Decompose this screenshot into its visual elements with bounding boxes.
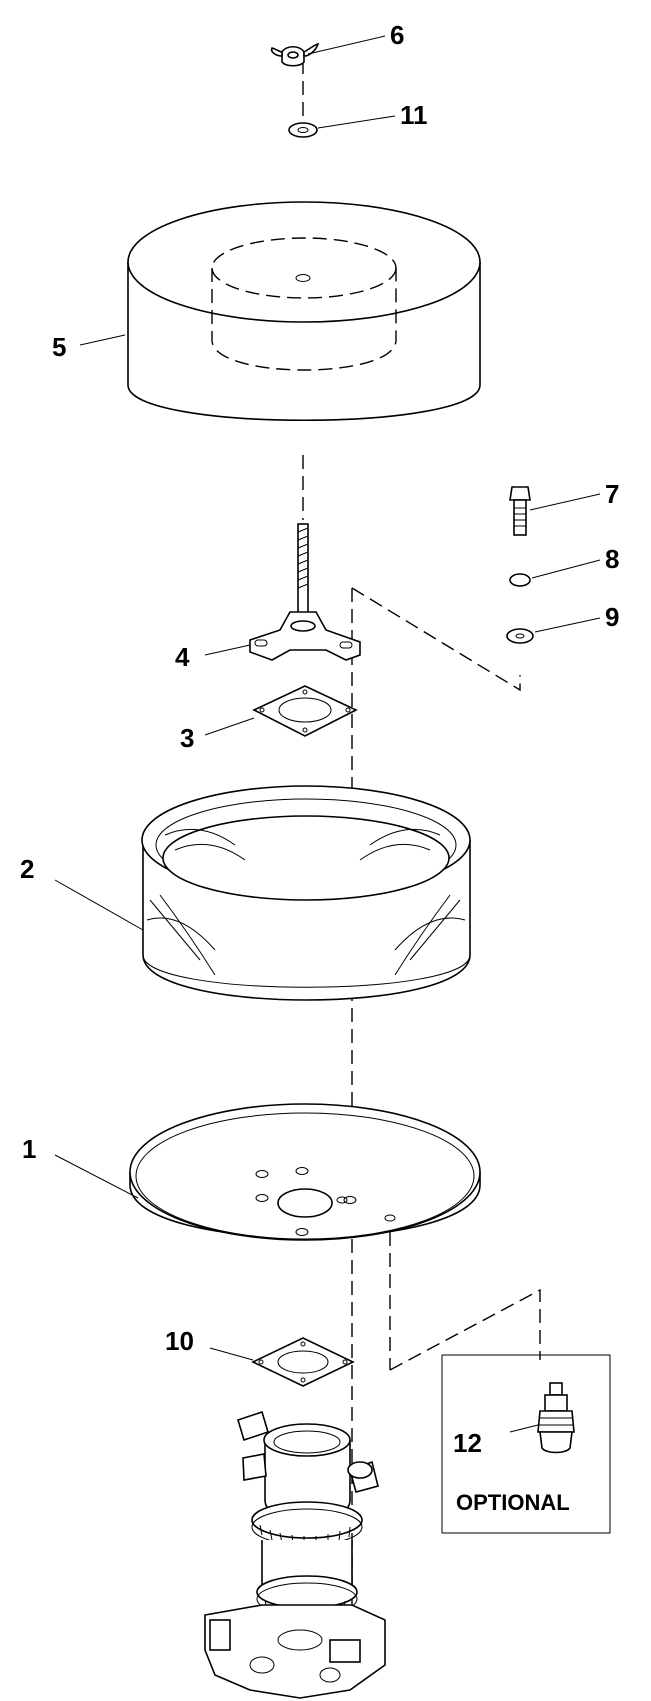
gasket-upper (252, 685, 358, 737)
callout-11: 11 (400, 100, 428, 130)
washer-top (288, 122, 318, 138)
callout-12: 12 (453, 1428, 482, 1458)
callout-9: 9 (605, 602, 619, 632)
leader-8 (531, 559, 601, 579)
callout-1: 1 (22, 1134, 36, 1164)
callout-5: 5 (52, 332, 66, 362)
flat-washer (506, 628, 534, 644)
filter-element (141, 785, 471, 1001)
wing-nut (270, 42, 320, 67)
leader-12 (509, 1424, 539, 1433)
callout-3: 3 (180, 723, 194, 753)
base-plate (129, 1103, 481, 1241)
leader-9 (534, 617, 601, 633)
leader-5 (79, 334, 126, 346)
gasket-lower (251, 1337, 355, 1387)
optional-label: OPTIONAL (456, 1490, 570, 1515)
leader-3 (204, 717, 255, 736)
optional-parts-box (441, 1354, 611, 1534)
callout-7: 7 (605, 479, 619, 509)
leader-7 (529, 493, 601, 511)
bolt (509, 486, 531, 536)
leader-4 (204, 644, 251, 656)
leader-1 (54, 1154, 139, 1199)
callout-10: 10 (165, 1326, 194, 1356)
callout-6: 6 (390, 20, 404, 50)
throttle-body-assembly (204, 1410, 386, 1699)
air-cleaner-cover (127, 201, 481, 422)
leader-10 (209, 1347, 254, 1361)
leader-11 (317, 115, 396, 129)
callout-8: 8 (605, 544, 619, 574)
leader-2 (54, 879, 144, 931)
stud-bracket (249, 523, 361, 661)
leader-6 (307, 35, 386, 55)
callout-2: 2 (20, 854, 34, 884)
callout-4: 4 (175, 642, 190, 672)
lock-washer (509, 573, 531, 587)
